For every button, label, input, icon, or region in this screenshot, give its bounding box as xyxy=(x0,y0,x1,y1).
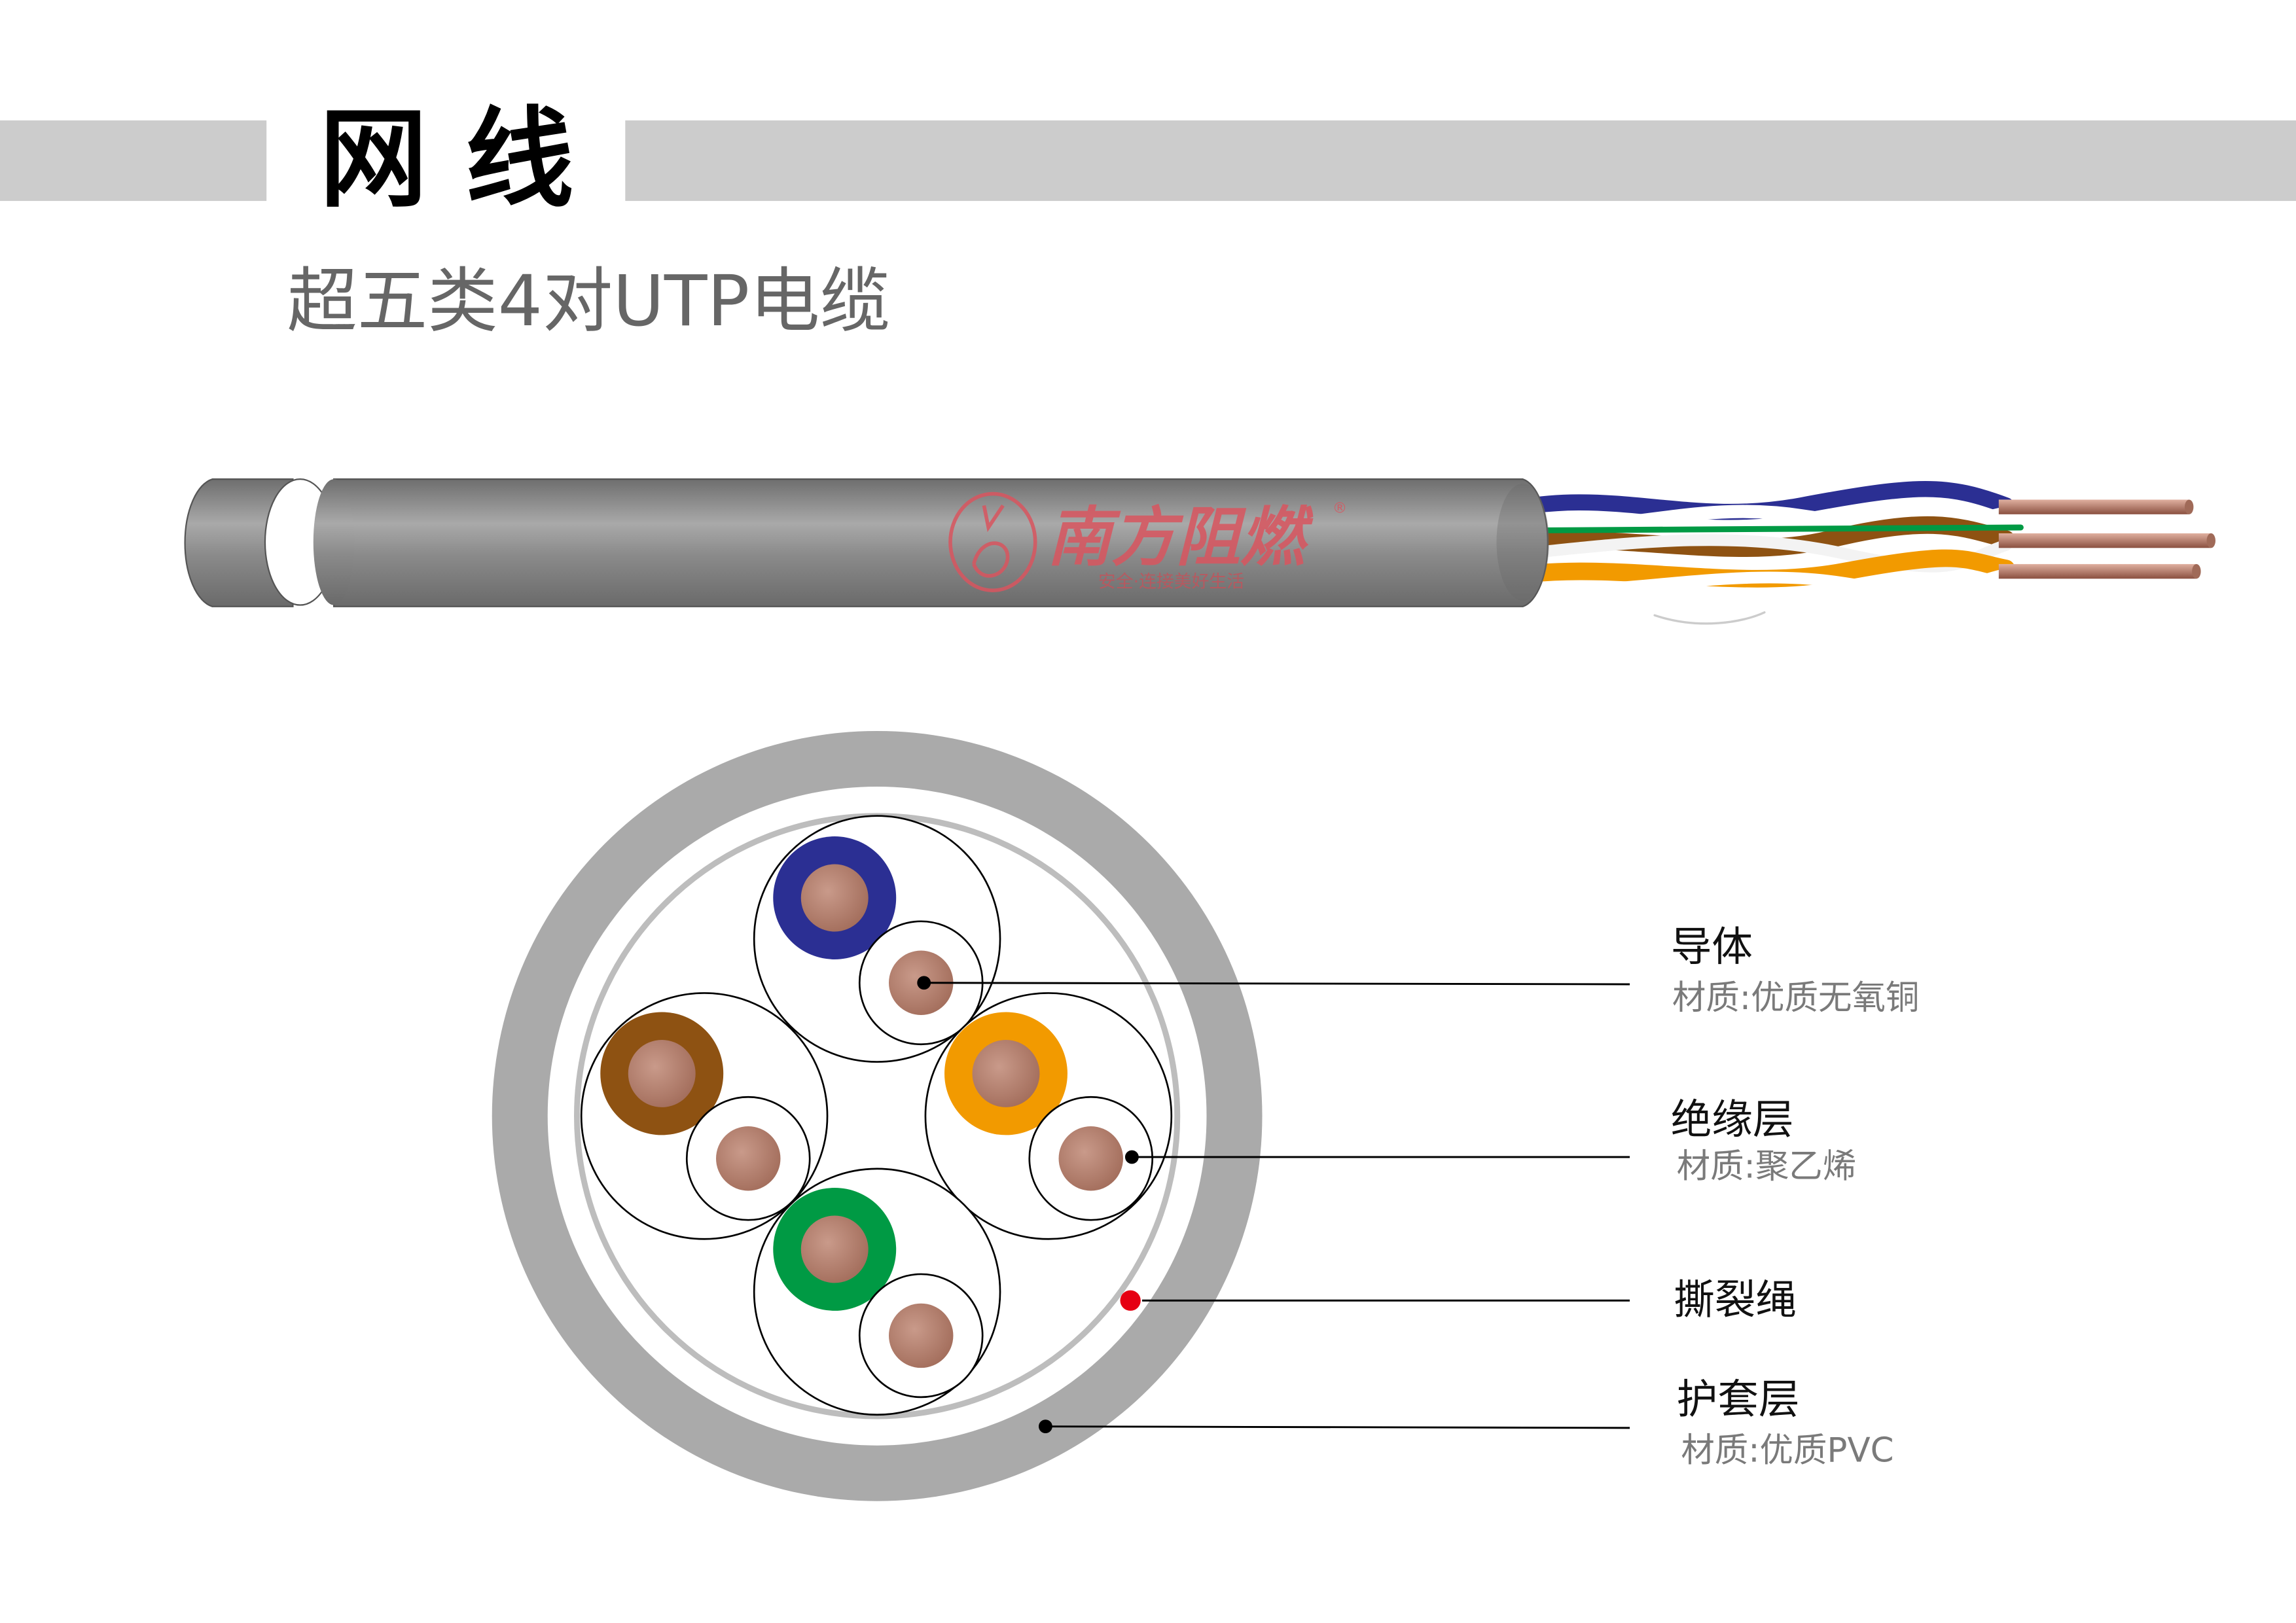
twisted-pairs xyxy=(1484,480,2024,625)
header-band-left xyxy=(0,120,267,202)
label-insulation-material: 材质:聚乙烯 xyxy=(1677,1147,1857,1186)
page-title: 网 线 xyxy=(319,96,574,223)
pair-blue xyxy=(753,815,1001,1063)
page-subtitle: 超五类4对UTP电缆 xyxy=(287,260,891,342)
leader-lines xyxy=(917,976,1630,1434)
pair-green xyxy=(753,1168,1001,1416)
cable-cross-section xyxy=(492,730,1263,1501)
cable-jacket xyxy=(332,478,1549,607)
pair-brown xyxy=(580,992,829,1240)
cable-end-segment xyxy=(184,478,294,607)
label-sheath-material: 材质:优质PVC xyxy=(1681,1431,1893,1470)
label-ripcord: 撕裂绳 xyxy=(1674,1275,1797,1323)
label-sheath: 护套层 xyxy=(1677,1376,1800,1423)
brand-slogan: 安全·连接美好生活 xyxy=(1098,572,1244,592)
header-band-right xyxy=(625,120,2296,202)
pair-orange xyxy=(924,992,1173,1240)
label-conductor: 导体 xyxy=(1671,923,1753,971)
legend-labels: 导体 材质:优质无氧铜 绝缘层 材质:聚乙烯 撕裂绳 护套层 材质:优质PVC xyxy=(1671,923,1920,1470)
copper-conductor-ends xyxy=(1998,499,2215,579)
label-insulation: 绝缘层 xyxy=(1671,1096,1794,1143)
label-conductor-material: 材质:优质无氧铜 xyxy=(1672,978,1919,1018)
brand-logo: 南方阻燃 ® 安全·连接美好生活 xyxy=(948,491,1347,592)
registered-mark: ® xyxy=(1333,500,1347,517)
cable-side-view: 南方阻燃 ® 安全·连接美好生活 xyxy=(184,478,2215,625)
brand-name: 南方阻燃 xyxy=(1047,501,1314,575)
ripcord xyxy=(1120,1290,1141,1311)
